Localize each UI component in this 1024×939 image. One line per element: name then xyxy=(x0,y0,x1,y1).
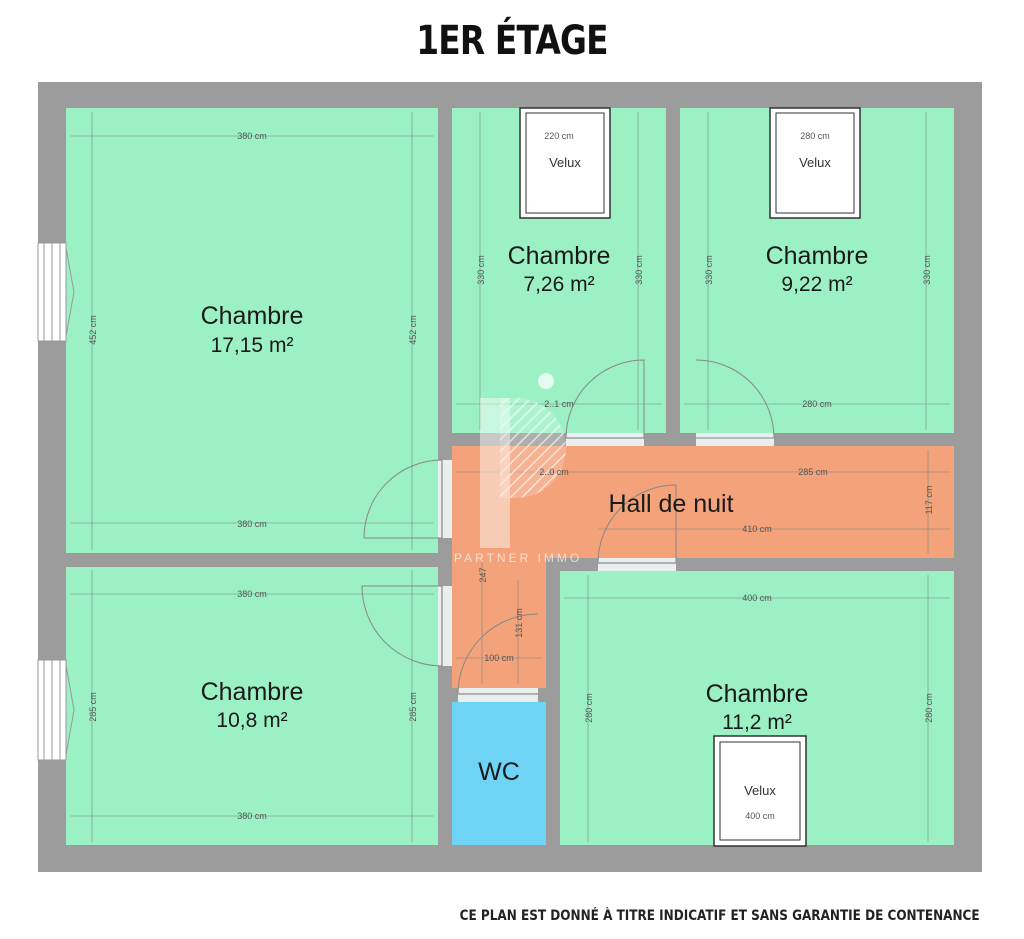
dimension-label: 117 cm xyxy=(924,486,934,515)
velux-skylight-3 xyxy=(713,735,807,847)
dimension-label: 410 cm xyxy=(742,524,772,534)
door-wc xyxy=(457,613,539,702)
room-chambre-4-name: Chambre xyxy=(201,678,304,706)
dimension-label: 247 xyxy=(478,567,488,582)
window-left-lower xyxy=(37,659,75,761)
velux-skylight-1 xyxy=(519,107,611,219)
door-chambre-4 xyxy=(361,585,452,667)
velux-label-1: Velux xyxy=(549,155,581,170)
room-chambre-1-floor xyxy=(66,108,438,553)
dimension-label: 380 cm xyxy=(237,811,267,821)
door-chambre-2 xyxy=(565,359,645,446)
room-wc-name: WC xyxy=(478,758,520,786)
room-hall-corridor-floor xyxy=(452,558,546,688)
dimension-label: 400 cm xyxy=(742,593,772,603)
room-chambre-1-name: Chambre xyxy=(201,302,304,330)
room-chambre-2-area: 7,26 m² xyxy=(523,273,594,296)
room-chambre-5-area: 11,2 m² xyxy=(722,711,792,734)
watermark-text: PARTNER IMMO xyxy=(454,551,582,565)
room-chambre-1-area: 17,15 m² xyxy=(211,334,294,357)
dimension-label: 330 cm xyxy=(634,255,644,285)
dimension-label: 285 cm xyxy=(88,692,98,722)
dimension-label: 100 cm xyxy=(484,653,514,663)
dimension-label: 380 cm xyxy=(237,131,267,141)
room-chambre-3-name: Chambre xyxy=(766,242,869,270)
dimension-lines xyxy=(70,112,950,842)
room-chambre-3-area: 9,22 m² xyxy=(781,273,852,296)
dimension-label: 330 cm xyxy=(922,255,932,285)
dimension-label: 280 cm xyxy=(924,693,934,723)
door-chambre-1 xyxy=(363,459,452,539)
dimension-label: 452 cm xyxy=(408,315,418,345)
room-chambre-4-area: 10,8 m² xyxy=(216,709,287,732)
door-chambre-3 xyxy=(695,359,775,446)
dimension-label: 280 cm xyxy=(800,131,830,141)
dimension-label: 2..1 cm xyxy=(544,399,574,409)
disclaimer-text: CE PLAN EST DONNÉ À TITRE INDICATIF ET S… xyxy=(460,908,980,924)
window-left-upper xyxy=(37,242,75,342)
dimension-label: 280 cm xyxy=(584,693,594,723)
door-chambre-5 xyxy=(597,484,677,571)
dimension-label: 380 cm xyxy=(237,589,267,599)
velux-skylight-2 xyxy=(769,107,861,219)
partner-immo-watermark: PARTNER IMMO xyxy=(454,373,582,565)
dimension-label: 285 cm xyxy=(408,692,418,722)
dimension-label: 380 cm xyxy=(237,519,267,529)
room-chambre-5-name: Chambre xyxy=(706,680,809,708)
dimension-label: 330 cm xyxy=(704,255,714,285)
dimension-label: 330 cm xyxy=(476,255,486,285)
dimension-label: 220 cm xyxy=(544,131,574,141)
dimension-label: 2..0 cm xyxy=(539,467,569,477)
dimension-label: 131 cm xyxy=(514,608,524,638)
dimension-label: 285 cm xyxy=(798,467,828,477)
velux-label-2: Velux xyxy=(799,155,831,170)
dimension-label: 400 cm xyxy=(745,811,775,821)
room-hall-name: Hall de nuit xyxy=(608,490,733,518)
dimension-label: 280 cm xyxy=(802,399,832,409)
room-wc-floor xyxy=(452,702,546,845)
room-chambre-4-floor xyxy=(66,567,438,845)
page-title: 1ER ÉTAGE xyxy=(416,18,608,64)
dimension-label: 452 cm xyxy=(88,315,98,345)
room-chambre-2-name: Chambre xyxy=(508,242,611,270)
velux-label-3: Velux xyxy=(744,783,776,798)
